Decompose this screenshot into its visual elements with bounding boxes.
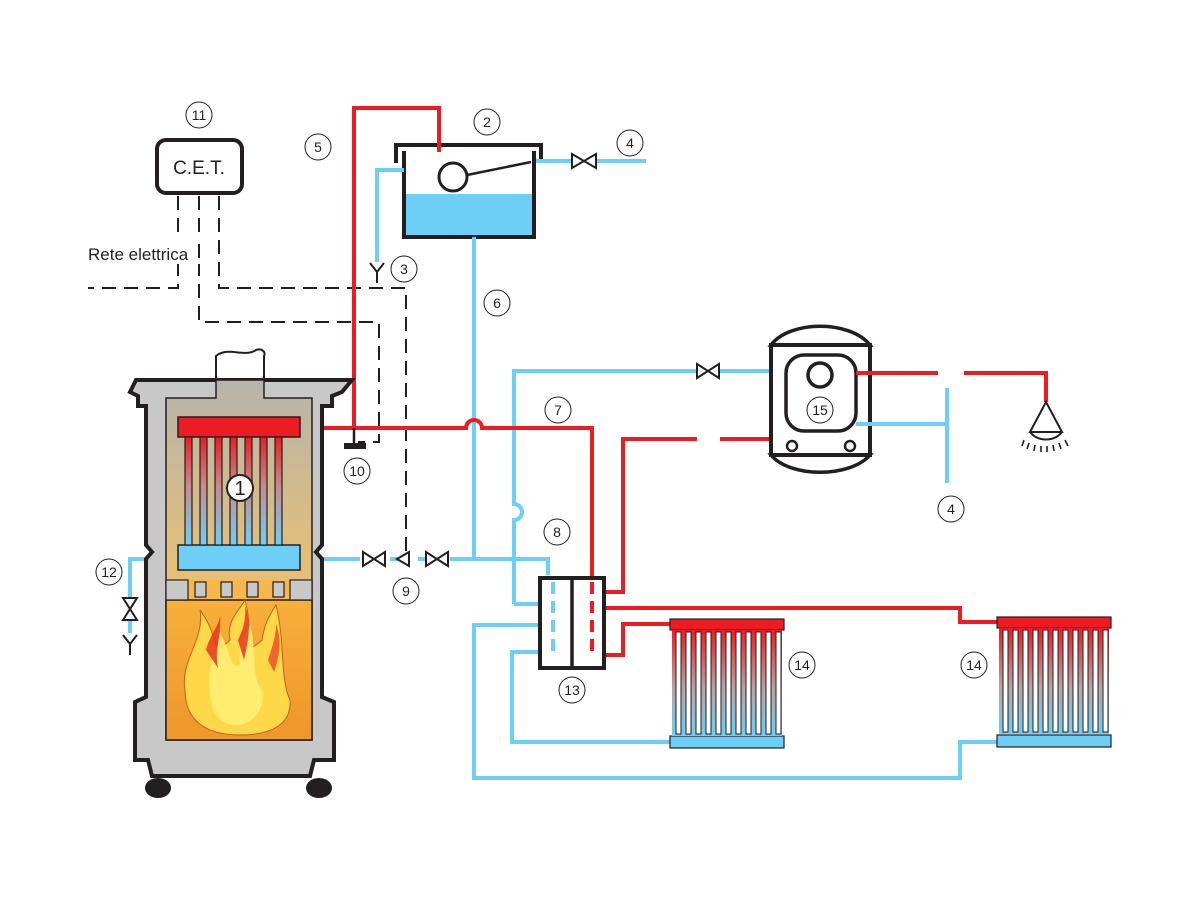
heat-exchanger <box>177 416 301 571</box>
radiator-fin <box>675 631 682 735</box>
callout-number: 7 <box>554 402 562 418</box>
callout-tank-overflow: 3 <box>390 255 418 283</box>
supply-valve-icon <box>571 152 597 170</box>
callout-number: 10 <box>349 463 365 479</box>
callout-number: 15 <box>812 402 828 418</box>
radiator-fin <box>1102 629 1109 733</box>
radiator-2 <box>996 616 1112 748</box>
radiator-fin <box>715 631 722 735</box>
boiler-valve-icon <box>696 362 720 380</box>
float-ball-icon <box>437 161 469 193</box>
wood-stove <box>127 348 357 798</box>
pump-icon <box>395 550 410 568</box>
drain-outlet-icon <box>122 634 138 655</box>
float-arm <box>466 160 532 177</box>
radiator-fin <box>685 631 692 735</box>
radiator-fin <box>1012 629 1019 733</box>
exchanger-tube <box>214 436 223 546</box>
radiator-fin <box>725 631 732 735</box>
callout-number: 9 <box>402 583 410 599</box>
callout-thermostat-probe: 10 <box>343 457 371 485</box>
callout-expansion-tank: 2 <box>473 108 501 136</box>
rete-elettrica-label: Rete elettrica <box>88 245 189 264</box>
callout-number: 1 <box>234 478 245 500</box>
callout-number: 11 <box>192 107 207 123</box>
radiator-fin <box>1002 629 1009 733</box>
stove-foot <box>306 778 332 798</box>
callout-drain-valve: 12 <box>95 558 123 586</box>
callout-number: 4 <box>626 135 634 151</box>
cet-label: C.E.T. <box>173 158 225 179</box>
thermostat-probe <box>344 428 366 449</box>
callout-return-pipe: 8 <box>543 518 571 546</box>
chimney-icon <box>215 348 266 381</box>
shower-head-icon <box>1021 399 1069 452</box>
radiator-fin <box>695 631 702 735</box>
callout-distribution-manifold: 13 <box>558 676 586 704</box>
control-unit-cet: C.E.T. <box>155 138 244 195</box>
callout-radiator-2: 14 <box>960 651 988 679</box>
hot-water-pipes <box>300 106 1048 657</box>
callout-radiator-1: 14 <box>788 651 816 679</box>
radiator-fin <box>745 631 752 735</box>
valves <box>121 152 720 655</box>
exchanger-tube <box>274 436 283 546</box>
radiator-fin <box>755 631 762 735</box>
callout-number: 5 <box>314 139 322 155</box>
radiator-fin <box>705 631 712 735</box>
callout-number: 2 <box>483 114 491 130</box>
callout-feed-pipe: 6 <box>483 289 511 317</box>
radiator-fin <box>735 631 742 735</box>
radiator-fin <box>1082 629 1089 733</box>
callout-number: 14 <box>966 657 982 673</box>
return-valve-2-icon <box>425 550 449 568</box>
callout-number: 3 <box>400 261 408 277</box>
callout-number: 12 <box>101 564 117 580</box>
callout-number: 13 <box>564 682 580 698</box>
radiator-fin <box>1032 629 1039 733</box>
callout-water-heater-boiler: 15 <box>806 396 834 424</box>
distribution-manifold <box>538 576 606 670</box>
radiator-fin <box>1052 629 1059 733</box>
stove-foot <box>145 778 171 798</box>
radiator-fin <box>1022 629 1029 733</box>
cold-water-pipes <box>128 159 998 780</box>
callout-water-supply-boiler: 4 <box>937 495 965 523</box>
callout-circulation-pump: 9 <box>392 577 420 605</box>
exchanger-tube <box>199 436 208 546</box>
electrical-wiring <box>88 196 407 560</box>
callout-heat-exchanger: 1 <box>226 474 254 502</box>
exchanger-tube <box>259 436 268 546</box>
callout-number: 6 <box>493 295 501 311</box>
callout-number: 4 <box>947 501 955 517</box>
return-valve-1-icon <box>362 550 386 568</box>
callout-water-supply: 4 <box>616 129 644 157</box>
overflow-outlet-icon <box>369 262 385 283</box>
label-bg <box>86 240 216 264</box>
boiler-gauge-icon <box>806 361 834 389</box>
radiator-1 <box>669 618 785 749</box>
callout-control-unit: 11 <box>185 101 213 129</box>
fire-flames-icon <box>183 598 291 736</box>
radiator-fin <box>775 631 782 735</box>
callout-hot-flow-pipe: 7 <box>544 396 572 424</box>
expansion-tank <box>394 143 543 239</box>
exchanger-tube <box>184 436 193 546</box>
radiator-fin <box>1092 629 1099 733</box>
callout-number: 8 <box>553 524 561 540</box>
radiator-fin <box>765 631 772 735</box>
callout-number: 14 <box>794 657 810 673</box>
callout-safety-pipe: 5 <box>304 133 332 161</box>
radiator-fin <box>1042 629 1049 733</box>
radiator-fin <box>1062 629 1069 733</box>
drain-valve-icon <box>121 597 139 621</box>
radiator-fin <box>1072 629 1079 733</box>
